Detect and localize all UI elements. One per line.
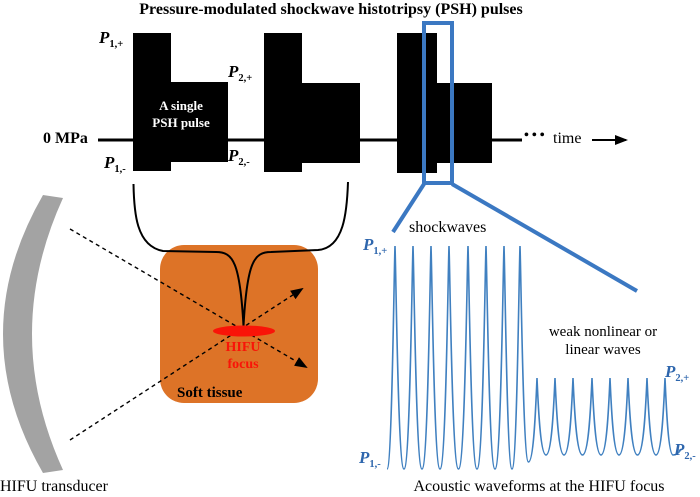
soft-tissue-box xyxy=(160,245,318,403)
beam-dashed-lines xyxy=(69,228,308,441)
waveform-caption: Acoustic waveforms at the HIFU focus xyxy=(413,478,665,495)
beam-dashed-line-upper xyxy=(69,228,308,369)
label-p2-minus: P2,- xyxy=(228,146,250,169)
beam-dashed-line-lower xyxy=(69,287,304,441)
label-p1-minus: P1,- xyxy=(104,153,126,176)
label-p1-plus: P1,+ xyxy=(99,28,124,51)
hifu-transducer-shape xyxy=(3,195,63,473)
shockwaves-label: shockwaves xyxy=(409,219,487,236)
waveform-label-p2-plus: P2,+ xyxy=(665,362,690,385)
weak-waves-label: weak nonlinear or linear waves xyxy=(548,324,658,358)
hifu-transducer-label: HIFU transducer xyxy=(0,478,108,495)
zoom-connector-lines xyxy=(391,182,639,293)
label-p2-plus: P2,+ xyxy=(228,62,253,85)
acoustic-waveform-path xyxy=(386,245,682,470)
time-ellipsis: ••• xyxy=(524,128,548,143)
zoom-highlight-box xyxy=(422,21,454,185)
waveform-label-p1-minus: P1,- xyxy=(359,448,381,471)
waveform-label-p1-plus: P1,+ xyxy=(363,235,388,258)
zero-mpa-label: 0 MPa xyxy=(43,130,88,147)
figure-title: Pressure-modulated shockwave histotripsy… xyxy=(139,1,523,18)
hifu-focus-ellipse xyxy=(213,325,275,337)
soft-tissue-label: Soft tissue xyxy=(177,385,243,401)
waveform-label-p2-minus: P2,- xyxy=(674,440,696,463)
psh-pulse-train xyxy=(133,33,492,173)
hifu-focus-label: HIFU focus xyxy=(225,340,261,372)
time-label: time xyxy=(553,130,582,147)
single-pulse-label: A single PSH pulse xyxy=(152,98,210,130)
